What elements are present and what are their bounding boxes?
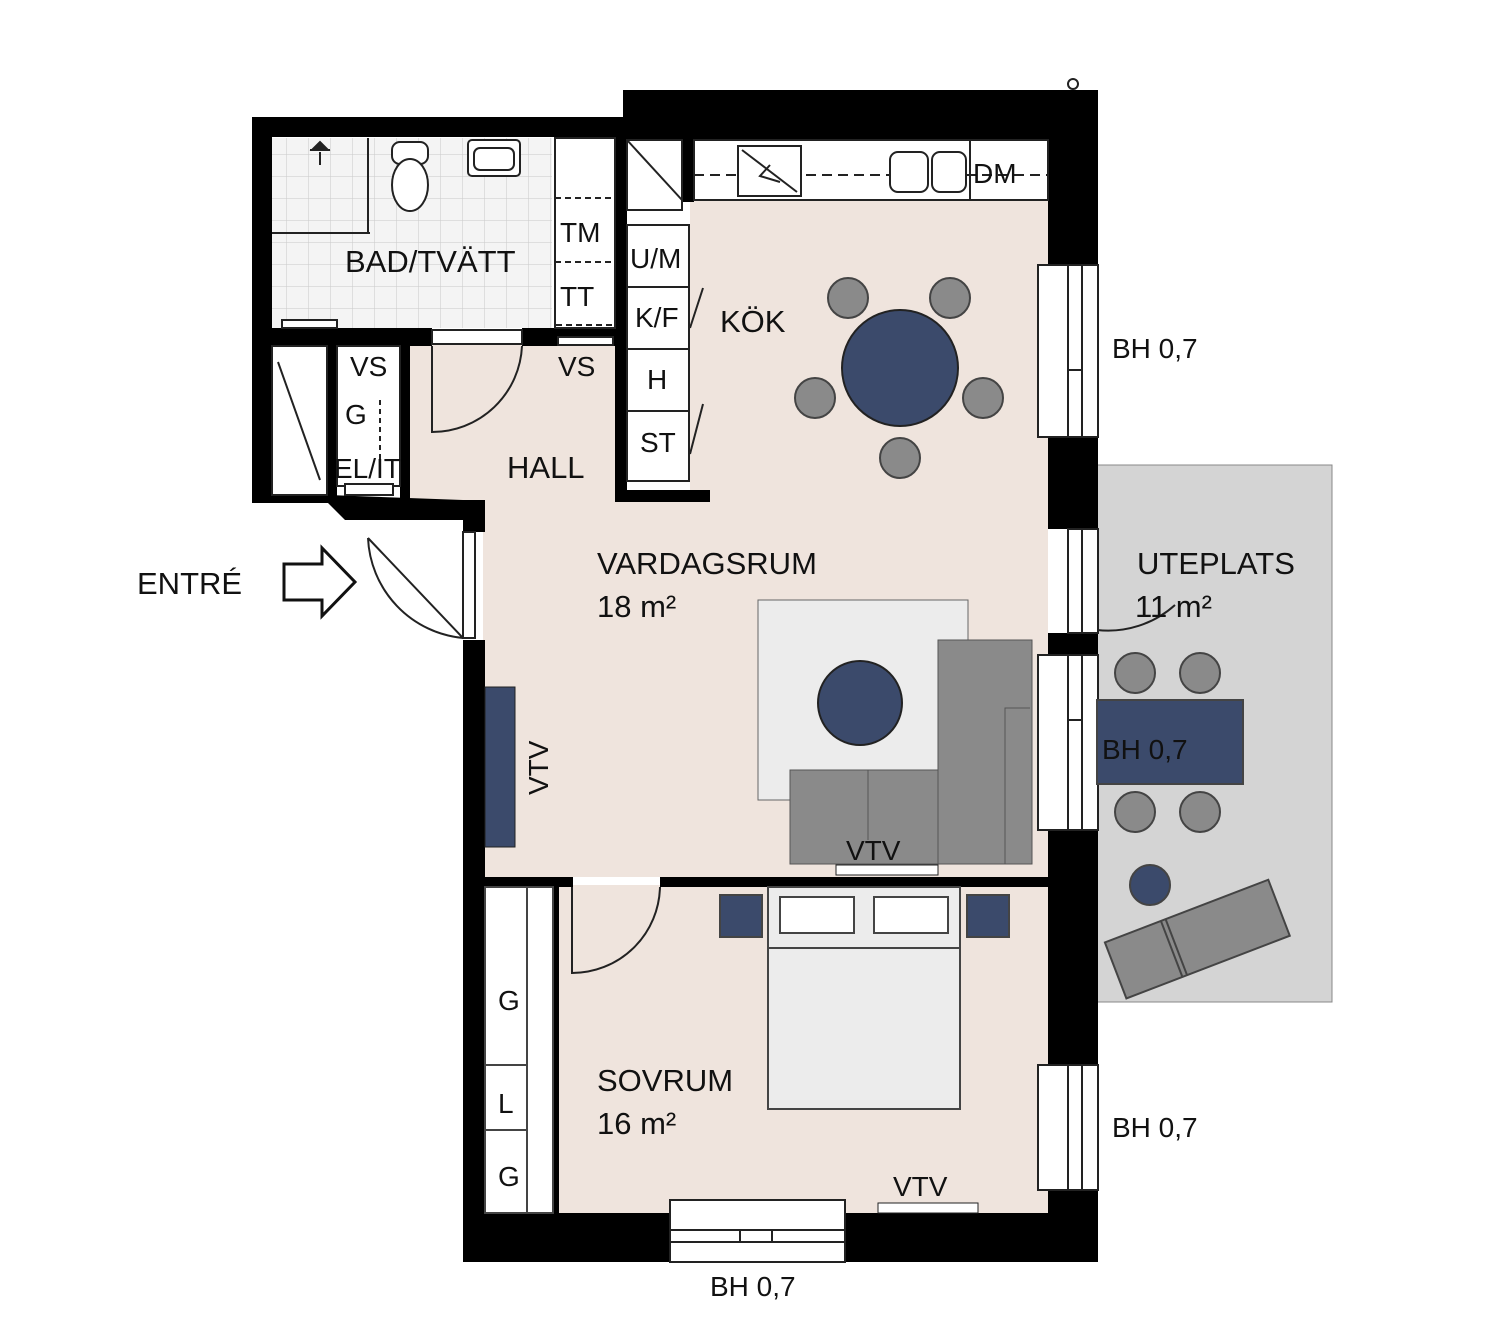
- nightstand: [719, 894, 763, 938]
- fixture-g-hall: G: [345, 399, 367, 430]
- window-note-bedroom-bottom: BH 0,7: [710, 1271, 796, 1302]
- patio-area: 11 m²: [1135, 589, 1212, 624]
- shower-icon: [309, 140, 331, 165]
- window-note-bedroom-side: BH 0,7: [1112, 1112, 1198, 1143]
- dining-table: [841, 309, 959, 427]
- living-room-label: VARDAGSRUM: [597, 546, 817, 581]
- chair: [962, 377, 1004, 419]
- entrance-label: ENTRÉ: [137, 566, 242, 601]
- doors: [367, 329, 1176, 975]
- hall-label: HALL: [507, 450, 585, 485]
- coffee-table: [817, 660, 903, 746]
- patio-chair: [1114, 791, 1156, 833]
- window-note-patio: BH 0,7: [1102, 734, 1188, 765]
- bathroom-label: BAD/TVÄTT: [345, 244, 516, 279]
- patio-chair: [1179, 652, 1221, 694]
- wardrobe: [484, 886, 554, 1214]
- fixture-vtv-radiator: VTV: [846, 835, 901, 866]
- living-room-area: 18 m²: [597, 589, 676, 624]
- fixture-dm: DM: [973, 158, 1017, 189]
- chair: [794, 377, 836, 419]
- sun-lounger: [1103, 878, 1292, 1000]
- entrance-arrow-icon: [282, 544, 358, 620]
- kitchen-label: KÖK: [720, 304, 786, 339]
- fixture-vs-right: VS: [558, 351, 595, 382]
- kitchen-sink-icon: [889, 151, 967, 193]
- fixture-g-wardrobe-2: G: [498, 1161, 520, 1192]
- patio-chair: [1114, 652, 1156, 694]
- fixture-vtv-bedroom: VTV: [893, 1171, 948, 1202]
- fixture-g-wardrobe-1: G: [498, 985, 520, 1016]
- dining-set: [794, 277, 1004, 479]
- fixture-tt: TT: [560, 281, 594, 312]
- side-table: [1129, 864, 1171, 906]
- patio-chair: [1179, 791, 1221, 833]
- fixture-st: ST: [640, 427, 676, 458]
- bathroom-fixtures: [281, 137, 616, 329]
- kitchen-counter: [626, 139, 1049, 482]
- bedroom-label: SOVRUM: [597, 1063, 733, 1098]
- chair: [879, 437, 921, 479]
- nightstand: [966, 894, 1010, 938]
- fixture-kf: K/F: [635, 302, 679, 333]
- fixture-l-wardrobe: L: [498, 1088, 514, 1119]
- fixture-elit: EL/IT: [334, 453, 401, 484]
- sink-icon: [467, 139, 521, 177]
- window-note-kitchen: BH 0,7: [1112, 333, 1198, 364]
- bedroom-furniture: [484, 886, 1010, 1214]
- patio-label: UTEPLATS: [1137, 546, 1295, 581]
- fixture-vtv-wall: VTV: [523, 740, 554, 795]
- hall-storage: [271, 336, 614, 496]
- chair: [827, 277, 869, 319]
- toilet-icon: [391, 141, 429, 212]
- chair: [929, 277, 971, 319]
- walls: [252, 90, 1098, 1262]
- fixture-um: U/M: [630, 243, 681, 274]
- bedroom-area: 16 m²: [597, 1106, 676, 1141]
- tv-unit: [484, 686, 516, 848]
- patio-furniture: [1096, 652, 1292, 1000]
- living-furniture: [484, 599, 1033, 876]
- stove-icon: [737, 145, 802, 197]
- fixture-vs-left: VS: [350, 351, 387, 382]
- fixture-h: H: [647, 364, 667, 395]
- patio-table: [1096, 699, 1244, 785]
- north-marker-icon: [1067, 78, 1079, 90]
- fixture-tm: TM: [560, 217, 600, 248]
- windows: [669, 264, 1099, 1263]
